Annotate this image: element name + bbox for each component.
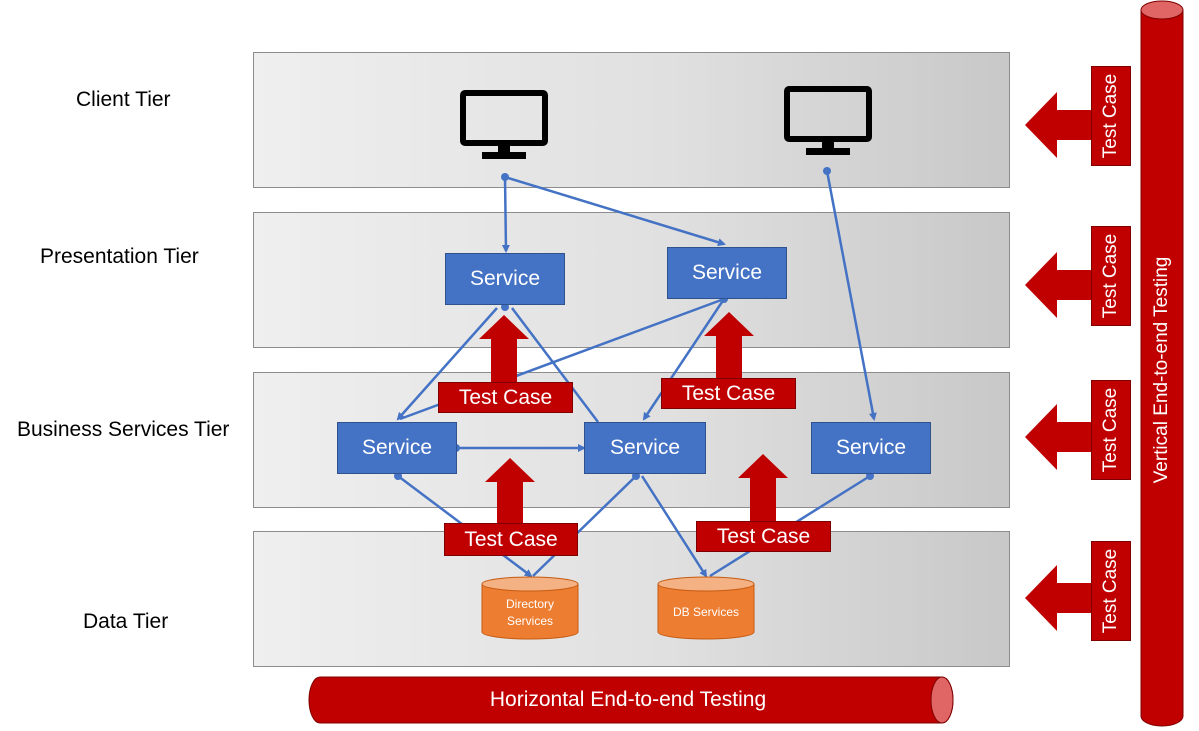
vertical-testing-label: Vertical End-to-end Testing xyxy=(1151,256,1172,484)
client-tier-band xyxy=(253,52,1010,188)
side-test-case-client-label: Test Case xyxy=(1100,73,1121,159)
database-icon xyxy=(481,576,579,640)
data-tier-band xyxy=(253,531,1010,667)
test-case-presentation-right: Test Case xyxy=(661,378,796,409)
presentation-tier-band xyxy=(253,212,1010,348)
directory-label-line2: Services xyxy=(506,614,553,628)
left-arrow-icon xyxy=(1025,92,1091,158)
presentation-service-left: Service xyxy=(445,253,565,305)
up-arrow-icon xyxy=(738,454,788,524)
business-service-left: Service xyxy=(337,422,457,474)
test-case-presentation-left: Test Case xyxy=(438,382,573,413)
side-test-case-presentation-label: Test Case xyxy=(1100,233,1121,319)
up-arrow-icon xyxy=(704,312,754,382)
test-case-business-left: Test Case xyxy=(444,523,578,556)
business-service-right: Service xyxy=(811,422,931,474)
data-tier-label: Data Tier xyxy=(83,610,169,633)
side-test-case-data-label: Test Case xyxy=(1100,548,1121,634)
left-arrow-icon xyxy=(1025,565,1091,631)
side-test-case-data: Test Case xyxy=(1091,541,1131,641)
directory-label-line1: Directory xyxy=(505,597,554,611)
db-services-label: DB Services xyxy=(672,605,740,619)
business-service-middle: Service xyxy=(584,422,706,474)
horizontal-pipe xyxy=(308,676,954,724)
directory-services-label: Directory Services xyxy=(481,596,579,630)
side-test-case-presentation: Test Case xyxy=(1091,226,1131,326)
side-test-case-business: Test Case xyxy=(1091,380,1131,480)
vertical-pipe xyxy=(1140,0,1184,727)
left-arrow-icon xyxy=(1025,404,1091,470)
database-icon xyxy=(657,576,755,640)
presentation-tier-label: Presentation Tier xyxy=(40,245,199,268)
monitor-icon xyxy=(784,86,872,155)
left-arrow-icon xyxy=(1025,252,1091,318)
business-tier-label: Business Services Tier xyxy=(17,418,230,441)
presentation-service-right: Service xyxy=(667,247,787,299)
side-test-case-client: Test Case xyxy=(1091,66,1131,166)
test-case-business-right: Test Case xyxy=(696,521,831,552)
up-arrow-icon xyxy=(479,315,529,385)
monitor-icon xyxy=(460,90,548,159)
client-tier-label: Client Tier xyxy=(76,88,171,111)
side-test-case-business-label: Test Case xyxy=(1100,387,1121,473)
up-arrow-icon xyxy=(485,458,535,528)
horizontal-testing-label: Horizontal End-to-end Testing xyxy=(489,688,767,711)
